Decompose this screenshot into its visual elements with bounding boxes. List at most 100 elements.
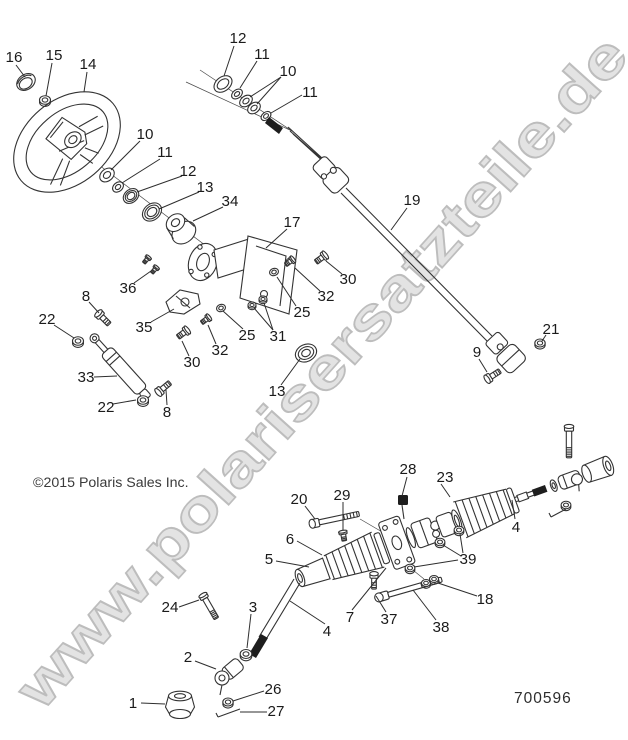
callout-label-28: 28 xyxy=(400,461,417,478)
callout-leader-31 xyxy=(264,303,273,330)
callout-leader-25 xyxy=(223,311,243,329)
steering-damper xyxy=(86,330,153,402)
callout-label-11: 11 xyxy=(302,84,318,101)
callout-leader-33 xyxy=(94,376,117,377)
callout-leader-13 xyxy=(281,359,300,385)
callout-leader-34 xyxy=(193,207,223,221)
tie-rod-end-right xyxy=(557,469,586,497)
callout-leader-31 xyxy=(254,308,273,330)
callout-leader-13 xyxy=(159,192,199,209)
callout-leader-8 xyxy=(166,390,167,405)
callout-leader-8 xyxy=(89,302,99,313)
callout-label-7: 7 xyxy=(346,609,354,626)
callout-label-30: 30 xyxy=(340,271,357,288)
callout-label-32: 32 xyxy=(318,288,335,305)
callout-label-29: 29 xyxy=(334,487,351,504)
callout-label-9: 9 xyxy=(473,344,481,361)
callout-leader-28 xyxy=(402,477,407,496)
callout-leader-4 xyxy=(512,500,515,519)
callout-label-20: 20 xyxy=(291,491,308,508)
callout-label-11: 11 xyxy=(157,144,173,161)
callout-label-5: 5 xyxy=(265,551,273,568)
callout-leader-21 xyxy=(542,335,546,341)
callout-label-33: 33 xyxy=(78,369,95,386)
callout-leader-11 xyxy=(271,95,302,113)
mount-bracket xyxy=(240,236,297,314)
u-joint-lower xyxy=(483,329,528,375)
callout-label-38: 38 xyxy=(433,619,450,636)
callout-label-24: 24 xyxy=(162,599,179,616)
callout-leader-6 xyxy=(297,541,322,555)
tie-rod-end-left xyxy=(215,657,245,695)
callout-leader-17 xyxy=(266,229,287,248)
callout-leader-19 xyxy=(391,208,407,230)
callout-leader-10 xyxy=(250,77,281,97)
callout-leader-39 xyxy=(443,545,461,556)
steering-wheel xyxy=(0,71,140,212)
callout-label-8: 8 xyxy=(163,404,171,421)
callout-label-6: 6 xyxy=(286,531,294,548)
callout-leader-4 xyxy=(290,601,325,624)
callout-label-23: 23 xyxy=(437,469,454,486)
callout-leader-25 xyxy=(277,277,296,306)
callout-leader-12 xyxy=(137,176,182,192)
callout-label-10: 10 xyxy=(280,63,297,80)
callout-leader-37 xyxy=(376,596,386,612)
nut-39c xyxy=(404,563,416,575)
nut-26 xyxy=(222,697,234,709)
callout-label-35: 35 xyxy=(136,319,153,336)
clamp-bolt-28 xyxy=(398,495,408,505)
callout-leader-7 xyxy=(352,568,386,610)
callout-label-10: 10 xyxy=(137,126,154,143)
callout-label-14: 14 xyxy=(80,56,97,73)
callout-leader-36 xyxy=(134,271,151,283)
nut-18b xyxy=(429,575,439,585)
callout-leader-12 xyxy=(224,46,234,76)
shaft-spline-upper xyxy=(265,117,283,134)
callout-leader-30 xyxy=(182,341,189,356)
u-joint-upper xyxy=(310,154,351,195)
callout-leader-2 xyxy=(195,661,216,669)
callout-label-39: 39 xyxy=(460,551,477,568)
callout-leader-22 xyxy=(113,400,136,404)
callout-leader-18 xyxy=(438,583,477,596)
tie-rod-spline-left xyxy=(249,634,268,658)
callout-label-21: 21 xyxy=(543,321,560,338)
cotter-pin-right xyxy=(549,509,566,517)
column-hub xyxy=(160,208,200,248)
callout-label-25: 25 xyxy=(239,327,256,344)
callout-label-27: 27 xyxy=(268,703,285,720)
callout-leader-23 xyxy=(441,484,450,497)
callout-leader-10 xyxy=(257,77,281,104)
rack-hardware xyxy=(307,495,465,604)
callout-label-26: 26 xyxy=(265,681,282,698)
cotter-pin-left xyxy=(216,709,240,717)
shaft-washer-stack xyxy=(211,72,273,122)
callout-leader-26 xyxy=(233,691,264,701)
column-bearing xyxy=(292,341,319,366)
bellows-left xyxy=(322,532,385,585)
callout-leader-5 xyxy=(276,561,309,567)
callout-leader-24 xyxy=(179,600,199,607)
nut-31b xyxy=(258,295,268,305)
callout-label-17: 17 xyxy=(284,214,301,231)
callout-label-34: 34 xyxy=(222,193,239,210)
callout-label-36: 36 xyxy=(120,280,137,297)
callout-leader-39 xyxy=(460,534,463,553)
horn-cap xyxy=(14,70,39,94)
callout-leader-35 xyxy=(151,309,174,322)
callout-leader-32 xyxy=(295,268,320,291)
callout-label-13: 13 xyxy=(269,383,286,400)
callout-label-19: 19 xyxy=(404,192,421,209)
callout-label-22: 22 xyxy=(98,399,115,416)
copyright-text: ©2015 Polaris Sales Inc. xyxy=(33,475,189,491)
callout-label-12: 12 xyxy=(230,30,247,47)
callout-label-18: 18 xyxy=(477,591,494,608)
callout-leader-30 xyxy=(326,261,342,274)
callout-label-4: 4 xyxy=(512,519,520,536)
bushing-left xyxy=(166,691,195,718)
callout-label-31: 31 xyxy=(270,328,287,345)
callout-leader-9 xyxy=(479,359,487,372)
